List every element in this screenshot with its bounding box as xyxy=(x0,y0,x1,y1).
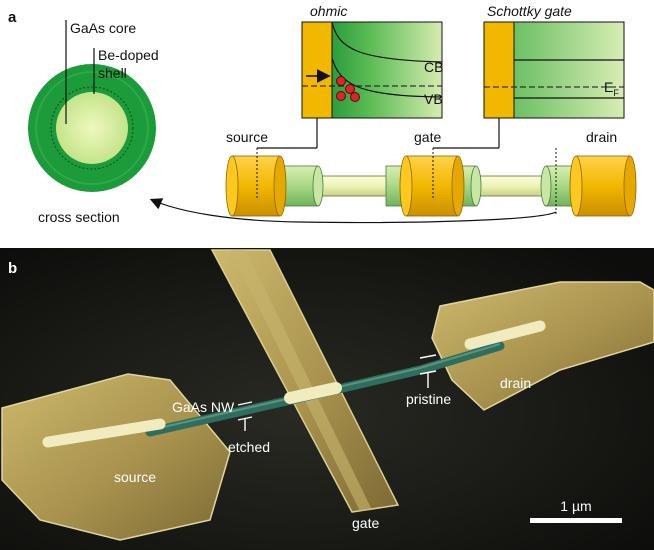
sem-source-pad xyxy=(1,373,231,541)
sem-nanowire xyxy=(145,341,505,437)
device-schematic xyxy=(149,148,637,224)
panel-b-letter: b xyxy=(8,260,17,277)
device-source-label: source xyxy=(226,129,268,145)
ohmic-semiconductor-block xyxy=(331,21,443,119)
ohmic-band-diagram: ohmic CB VB xyxy=(257,3,443,149)
device-gate-label: gate xyxy=(414,129,441,145)
schottky-title: Schottky gate xyxy=(487,3,572,19)
schottky-semiconductor-block xyxy=(513,21,625,119)
sem-pristine-label: pristine xyxy=(406,391,451,407)
sem-drain-contact-strip xyxy=(464,320,546,350)
core-shell-interface xyxy=(50,86,134,170)
device-drain-label: drain xyxy=(586,129,617,145)
scale-bar xyxy=(530,518,622,523)
ohmic-title: ohmic xyxy=(310,3,347,19)
cb-label: CB xyxy=(424,59,443,75)
drain-contact xyxy=(575,155,631,217)
panel-a-letter: a xyxy=(8,9,17,26)
scale-bar-label: 1 µm xyxy=(560,498,591,514)
cross-section-diagram: GaAs core Be-doped shell cross section xyxy=(28,20,159,225)
sem-gate-label: gate xyxy=(352,515,379,531)
sem-gate-contact-strip xyxy=(284,382,342,404)
etched-marker xyxy=(237,401,253,431)
ef-label: EF xyxy=(604,79,619,98)
gate-contact xyxy=(405,155,459,217)
shell-label-line2: shell xyxy=(98,65,127,81)
schottky-band-diagram: Schottky gate EF xyxy=(433,3,625,149)
sem-source-label: source xyxy=(114,469,156,485)
ohmic-metal-block xyxy=(301,21,333,119)
sem-drain-label: drain xyxy=(500,375,531,391)
shell-label-line1: Be-doped xyxy=(98,47,159,63)
cross-section-arrow xyxy=(149,198,557,224)
ohmic-vb-line xyxy=(331,57,443,98)
vb-label: VB xyxy=(424,91,443,107)
sem-etched-label: etched xyxy=(228,439,270,455)
cross-section-caption: cross section xyxy=(38,209,120,225)
hole-carriers xyxy=(336,76,360,102)
shell-inner-ring xyxy=(35,71,149,185)
schottky-metal-block xyxy=(483,21,515,119)
panel-b-sem-image: b GaAs NW etched pristine source gate dr… xyxy=(0,248,654,550)
source-contact xyxy=(231,155,281,217)
gaas-core xyxy=(56,92,128,164)
sem-source-contact-strip xyxy=(42,418,166,448)
sem-nanowire-label: GaAs NW xyxy=(172,399,235,415)
core-label: GaAs core xyxy=(70,20,136,36)
pristine-marker xyxy=(419,354,437,388)
panel-a: a GaAs core Be-doped shell cross section… xyxy=(8,3,637,225)
ohmic-cb-line xyxy=(331,21,443,63)
